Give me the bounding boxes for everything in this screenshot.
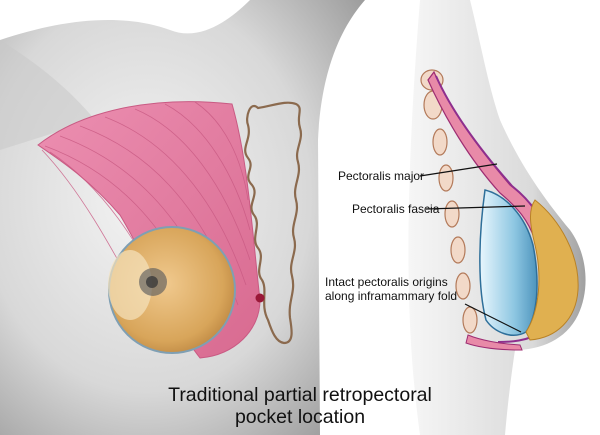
figure-caption: Traditional partial retropectoral pocket… (0, 384, 600, 428)
side-view-group (408, 0, 586, 435)
label-intact-origins-line1: Intact pectoralis origins (325, 275, 448, 289)
side-breast-tissue (525, 199, 579, 341)
leader-intact-origins (464, 303, 522, 333)
front-shoulder-shade (0, 40, 95, 150)
front-nipple-center (146, 276, 158, 288)
side-lower-muscle (465, 334, 523, 351)
label-pectoralis-fascia: Pectoralis fascia (352, 202, 440, 216)
label-intact-origins-line2: along inframammary fold (325, 289, 458, 303)
caption-line-2: pocket location (234, 406, 366, 428)
leader-pectoralis-fascia (425, 205, 526, 210)
label-pectoralis-major: Pectoralis major (338, 169, 425, 183)
leader-pectoralis-major (419, 163, 498, 177)
front-implant-highlight (108, 250, 152, 320)
front-sternum-outline (244, 101, 302, 345)
front-view-group (0, 0, 365, 435)
caption-line-1: Traditional partial retropectoral (168, 384, 432, 406)
front-marker-dot (255, 293, 265, 303)
label-leader-lines (419, 163, 526, 333)
